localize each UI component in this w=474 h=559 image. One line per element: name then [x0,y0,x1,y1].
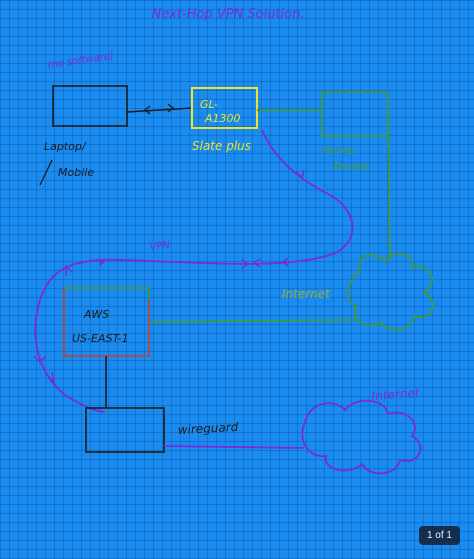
page-indicator: 1 of 1 [418,526,460,545]
vpn-arrow-5 [65,264,73,276]
vpn-arrow-7 [47,371,56,385]
vpn-arrow-4 [100,258,105,266]
aws-box [63,287,150,357]
aws-box-top-edge [64,287,150,300]
laptop-gl-link [126,107,193,113]
home-cloud-link [387,111,391,261]
internet-bottom-label: Internet [371,386,421,403]
gl-router-box [191,87,258,129]
gl-router-sublabel: Slate plus [192,139,251,153]
laptop-label-line2: Mobile [58,166,94,179]
laptop-gl-arrows [143,103,175,115]
vpn-label: VPN [149,240,171,253]
vpn-arrow-6 [33,355,47,364]
home-router-label-line2: Router [333,160,371,173]
aws-cloud-link [149,319,357,323]
vpn-arrow-3 [281,257,289,267]
laptop-label-line1: Laptop/ [44,140,87,153]
home-router-box [321,91,389,137]
aws-label-line2: US-EAST-1 [72,332,129,345]
wireguard-label: wireguard [177,420,239,437]
diagram-title: Next-Hop VPN Solution. [152,7,305,22]
vpn-tunnel-path [34,129,354,413]
vpn-arrow-2 [241,258,261,269]
laptop-note: (no software) [47,51,115,71]
vpn-arrow-1 [295,169,305,180]
internet-cloud-top [347,252,434,331]
internet-top-label: Internet [282,287,331,301]
aws-label-line1: AWS [83,308,109,321]
wireguard-box [85,407,165,453]
laptop-box [52,85,128,127]
gl-router-label-line2: A1300 [204,112,241,125]
wireguard-internet-link [163,445,305,449]
laptop-slash-mark [39,159,53,186]
home-router-label-line1: Home [322,144,355,157]
internet-cloud-bottom [301,399,422,475]
gl-router-label-line1: GL- [200,98,218,111]
